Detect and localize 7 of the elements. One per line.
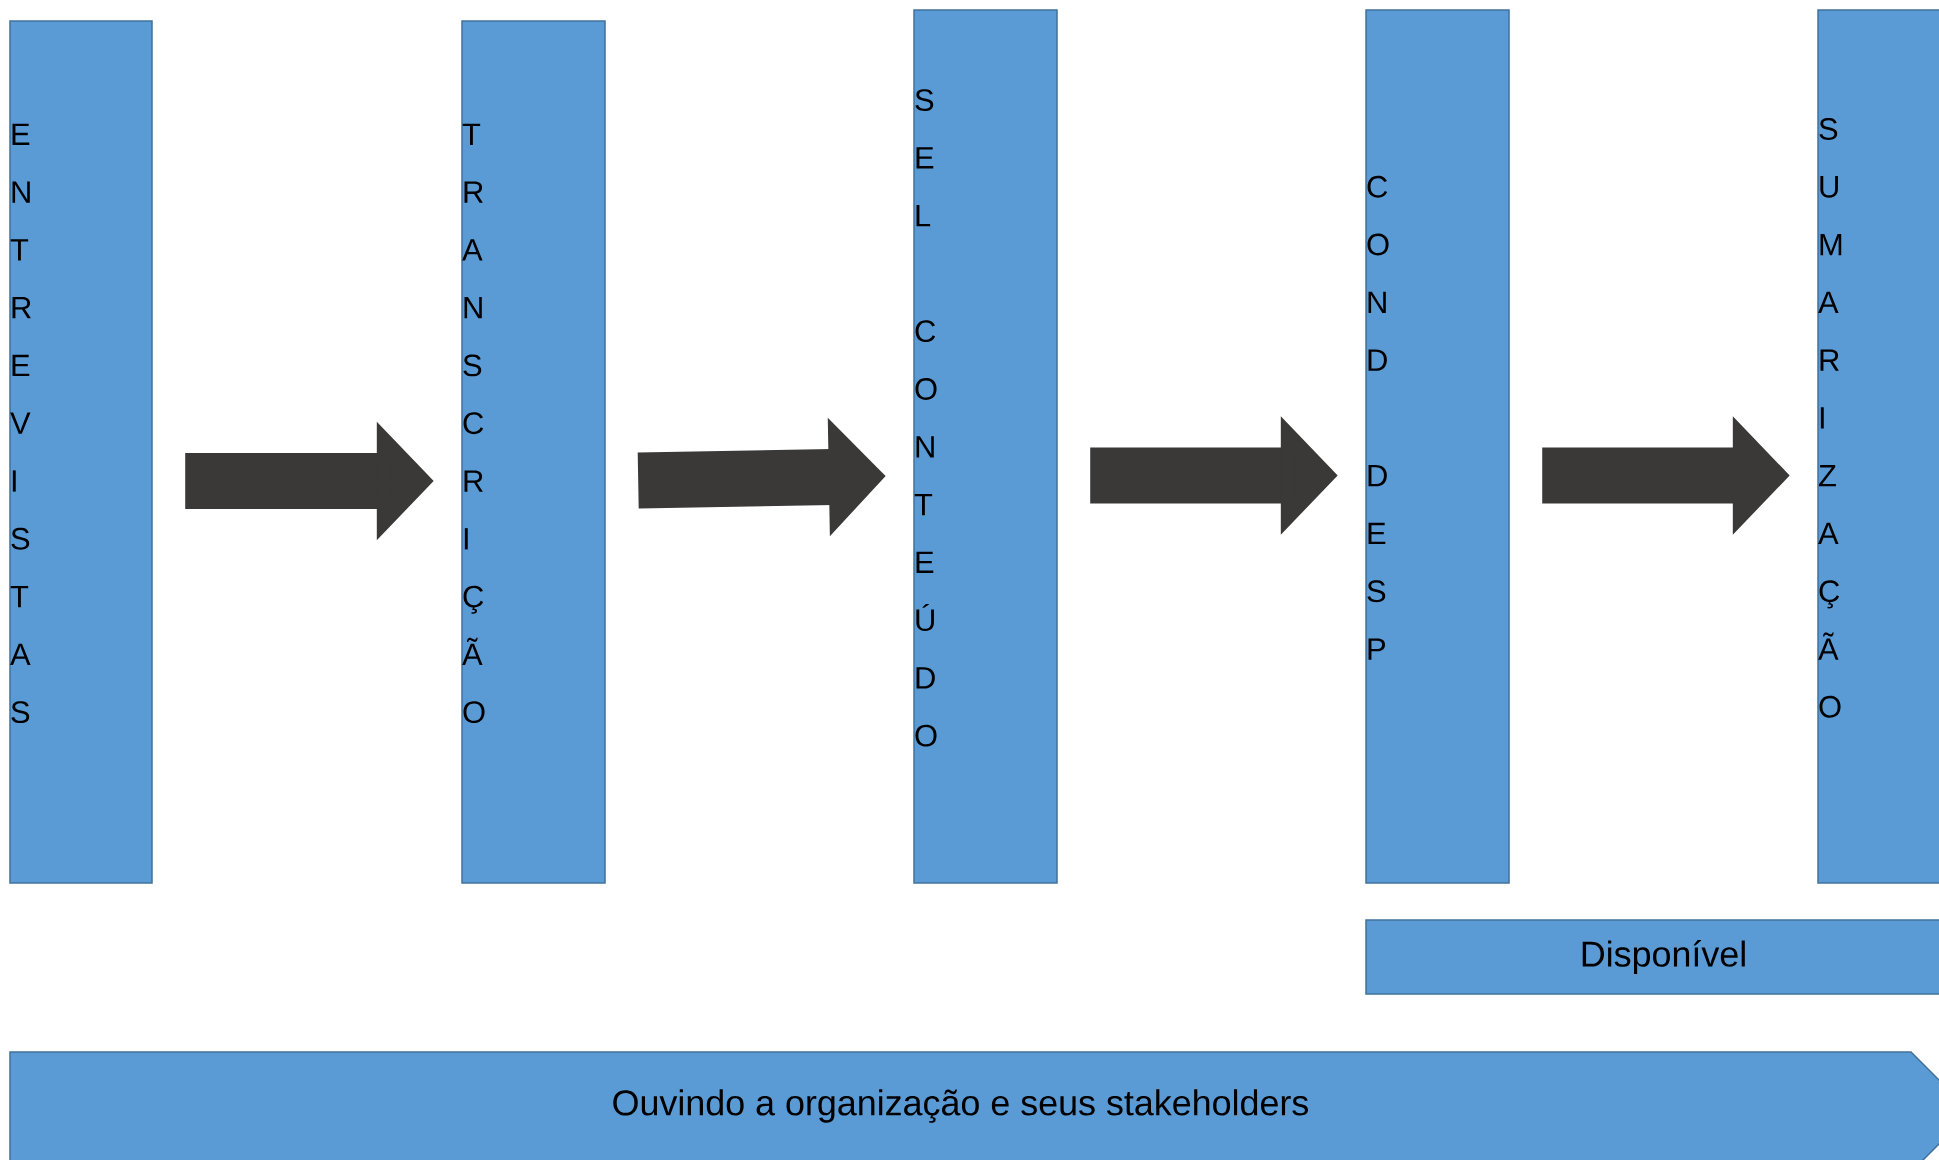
process-box: SEL CONTEÚDO: [913, 9, 1058, 884]
process-box: ENTREVISTAS: [9, 20, 153, 884]
process-box: TRANSCRIÇÃO: [461, 20, 606, 884]
process-box: SUMARIZAÇÃO: [1817, 9, 1939, 884]
label-box: Disponível: [1365, 919, 1939, 995]
chevron-arrow-band: Ouvindo a organização e seus stakeholders: [9, 1051, 1939, 1160]
process-box: COND DESP: [1365, 9, 1510, 884]
